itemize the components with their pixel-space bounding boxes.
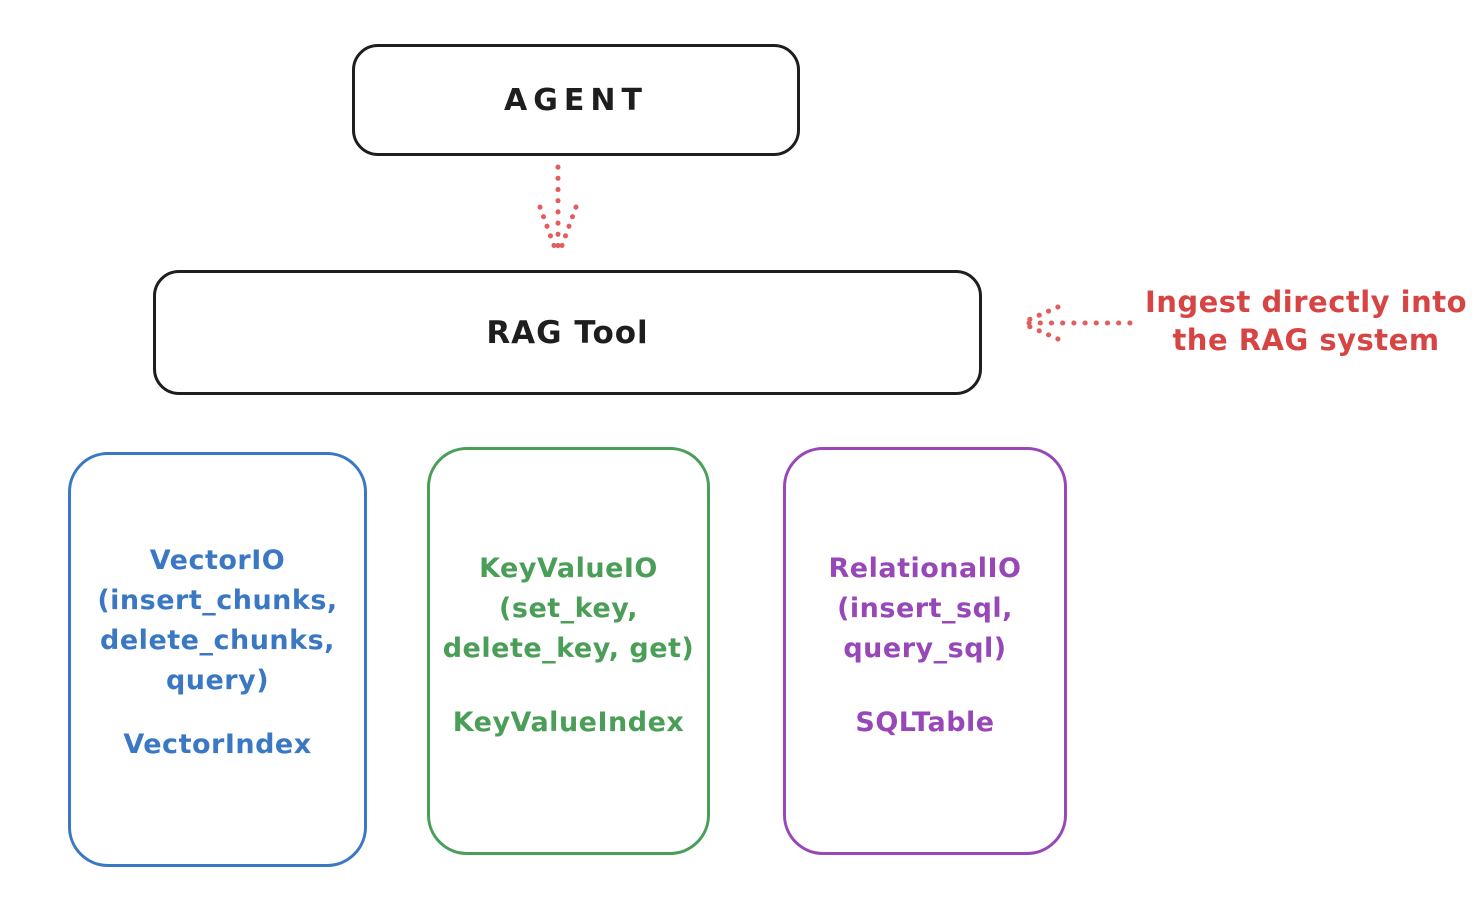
agent-label: AGENT [504,82,648,118]
agent-to-ragtool-arrow-icon [537,164,579,254]
ingest-annotation-arrow-icon [1023,304,1133,342]
vector-io-methods-label: VectorIO (insert_chunks, delete_chunks, … [97,545,338,696]
vector-io-card: VectorIO (insert_chunks, delete_chunks, … [68,452,367,867]
vector-index-label: VectorIndex [123,729,312,760]
relational-io-card: RelationalIO (insert_sql, query_sql) SQL… [783,447,1067,855]
key-value-io-card: KeyValueIO (set_key, delete_key, get) Ke… [427,447,710,855]
sql-table-label: SQLTable [855,707,995,738]
key-value-io-methods-label: KeyValueIO (set_key, delete_key, get) [442,553,695,664]
agent-node: AGENT [352,44,800,156]
key-value-index-label: KeyValueIndex [452,707,685,738]
rag-tool-label: RAG Tool [486,314,649,351]
ingest-annotation-label: Ingest directly into the RAG system [1144,285,1468,357]
relational-io-methods-label: RelationalIO (insert_sql, query_sql) [828,553,1022,664]
rag-tool-node: RAG Tool [153,270,982,395]
